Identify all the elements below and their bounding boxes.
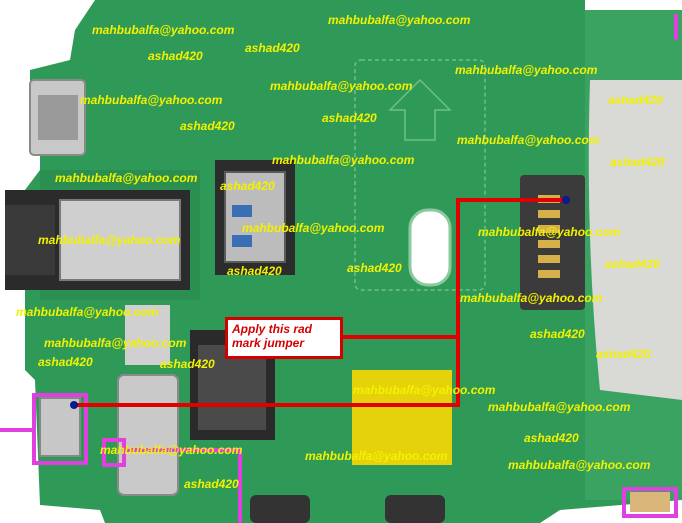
watermark-text: ashad420 [180, 119, 235, 133]
watermark-text: ashad420 [530, 327, 585, 341]
watermark-text: ashad420 [347, 261, 402, 275]
watermark-text: ashad420 [148, 49, 203, 63]
watermark-text: mahbubalfa@yahoo.com [55, 171, 198, 185]
watermark-text: ashad420 [322, 111, 377, 125]
watermark-text: ashad420 [605, 257, 660, 271]
watermark-text: mahbubalfa@yahoo.com [38, 233, 181, 247]
watermark-text: ashad420 [524, 431, 579, 445]
board-slot [408, 208, 452, 287]
small-component [630, 492, 670, 512]
bottom-connector-right [385, 495, 445, 523]
watermark-text: mahbubalfa@yahoo.com [305, 449, 448, 463]
watermark-text: ashad420 [245, 41, 300, 55]
yellow-sticker [352, 370, 452, 465]
watermark-text: ashad420 [38, 355, 93, 369]
watermark-text: mahbubalfa@yahoo.com [508, 458, 651, 472]
watermark-text: mahbubalfa@yahoo.com [100, 443, 243, 457]
callout-line-2: mark jumper [232, 336, 305, 350]
watermark-text: mahbubalfa@yahoo.com [460, 291, 603, 305]
watermark-text: mahbubalfa@yahoo.com [353, 383, 496, 397]
circuit-board [25, 0, 682, 523]
metal-shield [588, 80, 682, 400]
watermark-text: mahbubalfa@yahoo.com [328, 13, 471, 27]
watermark-text: mahbubalfa@yahoo.com [272, 153, 415, 167]
watermark-text: ashad420 [227, 264, 282, 278]
watermark-text: ashad420 [608, 93, 663, 107]
watermark-text: ashad420 [610, 155, 665, 169]
watermark-text: mahbubalfa@yahoo.com [488, 400, 631, 414]
bottom-connector-left [250, 495, 310, 523]
jumper-point-left [70, 401, 78, 409]
watermark-text: mahbubalfa@yahoo.com [455, 63, 598, 77]
watermark-text: ashad420 [596, 347, 651, 361]
watermark-text: ashad420 [160, 357, 215, 371]
watermark-text: mahbubalfa@yahoo.com [242, 221, 385, 235]
jumper-point-right [562, 196, 570, 204]
watermark-text: mahbubalfa@yahoo.com [457, 133, 600, 147]
watermark-text: mahbubalfa@yahoo.com [92, 23, 235, 37]
callout-line-1: Apply this rad [232, 322, 313, 336]
jumper-callout: Apply this rad mark jumper [225, 317, 343, 359]
watermark-text: mahbubalfa@yahoo.com [44, 336, 187, 350]
watermark-text: ashad420 [184, 477, 239, 491]
watermark-text: mahbubalfa@yahoo.com [80, 93, 223, 107]
vibrator-motor [117, 374, 179, 496]
watermark-text: mahbubalfa@yahoo.com [270, 79, 413, 93]
watermark-text: mahbubalfa@yahoo.com [16, 305, 159, 319]
jumper-wire [74, 198, 566, 407]
watermark-text: ashad420 [220, 179, 275, 193]
watermark-text: mahbubalfa@yahoo.com [478, 225, 621, 239]
